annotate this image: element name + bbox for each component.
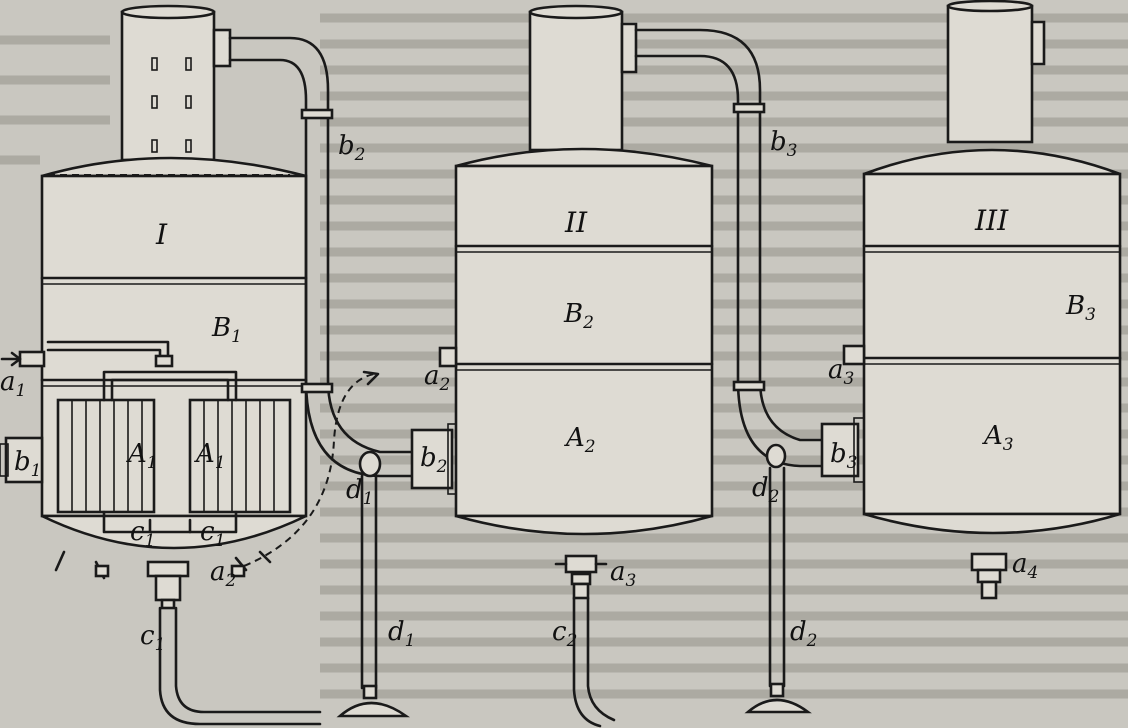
label-B3: B3	[1065, 291, 1096, 325]
vessel-2-steam-inlet	[410, 428, 454, 490]
label-c1-left: c1	[130, 517, 155, 551]
vessel-3-dome	[946, 4, 1034, 144]
label-b1: b1	[14, 447, 41, 481]
label-c2-drain: c2	[552, 617, 577, 651]
label-A1-left: A1	[126, 439, 158, 473]
vessel-3-steam-inlet	[820, 422, 860, 478]
label-a1: a1	[0, 367, 26, 401]
label-vessel-3: III	[974, 204, 1009, 237]
vessel-2-dome	[528, 10, 624, 152]
label-a3-bottom: a3	[610, 557, 636, 591]
label-a4: a4	[1012, 549, 1038, 583]
vessel-1-dome	[120, 10, 216, 162]
label-b2-inlet: b2	[420, 443, 447, 477]
label-b3-inlet: b3	[830, 439, 857, 473]
vapour-pipe-b2	[228, 36, 459, 495]
condensate-pipe-d1	[336, 450, 411, 718]
label-A2: A2	[564, 423, 596, 457]
vessel-1-tube-bundle-left	[56, 398, 156, 514]
label-B1: B1	[211, 313, 242, 347]
vessel-2-body	[454, 164, 714, 518]
label-A1-right: A1	[194, 439, 226, 473]
label-vessel-1: I	[155, 218, 168, 251]
label-A3: A3	[982, 421, 1014, 455]
vessel-3-body	[862, 172, 1122, 516]
vessel-1	[0, 4, 322, 726]
label-c1-right: c1	[200, 517, 225, 551]
vessel-1-dome-slots	[151, 57, 192, 153]
condensate-pipe-d2	[744, 443, 812, 714]
vessel-2	[438, 4, 714, 728]
recirculation-dashed-line	[243, 373, 375, 567]
label-a2-bottom: a2	[210, 557, 236, 591]
label-a3: a3	[828, 355, 854, 389]
label-d2-upper: d2	[752, 473, 779, 507]
label-vessel-2: II	[564, 206, 588, 239]
label-b2-pipe: b2	[338, 131, 365, 165]
vessel-3	[842, 0, 1122, 600]
vessel-1-steam-inlet	[4, 436, 44, 484]
label-a2: a2	[424, 361, 450, 395]
label-b3-pipe: b3	[770, 127, 797, 161]
label-d2-lower: d2	[790, 617, 817, 651]
vessel-1-tube-bundle-right	[188, 398, 292, 514]
label-d1-upper: d1	[346, 475, 373, 509]
label-d1-lower: d1	[388, 617, 415, 651]
label-c1-drain: c1	[140, 621, 165, 655]
label-B2: B2	[563, 299, 594, 333]
vessel-1-bottom-valves	[54, 550, 272, 610]
labels: I II III B1 B2 B3 a1 a2 a3 A1 A1 A2 A3 b…	[0, 127, 1096, 655]
